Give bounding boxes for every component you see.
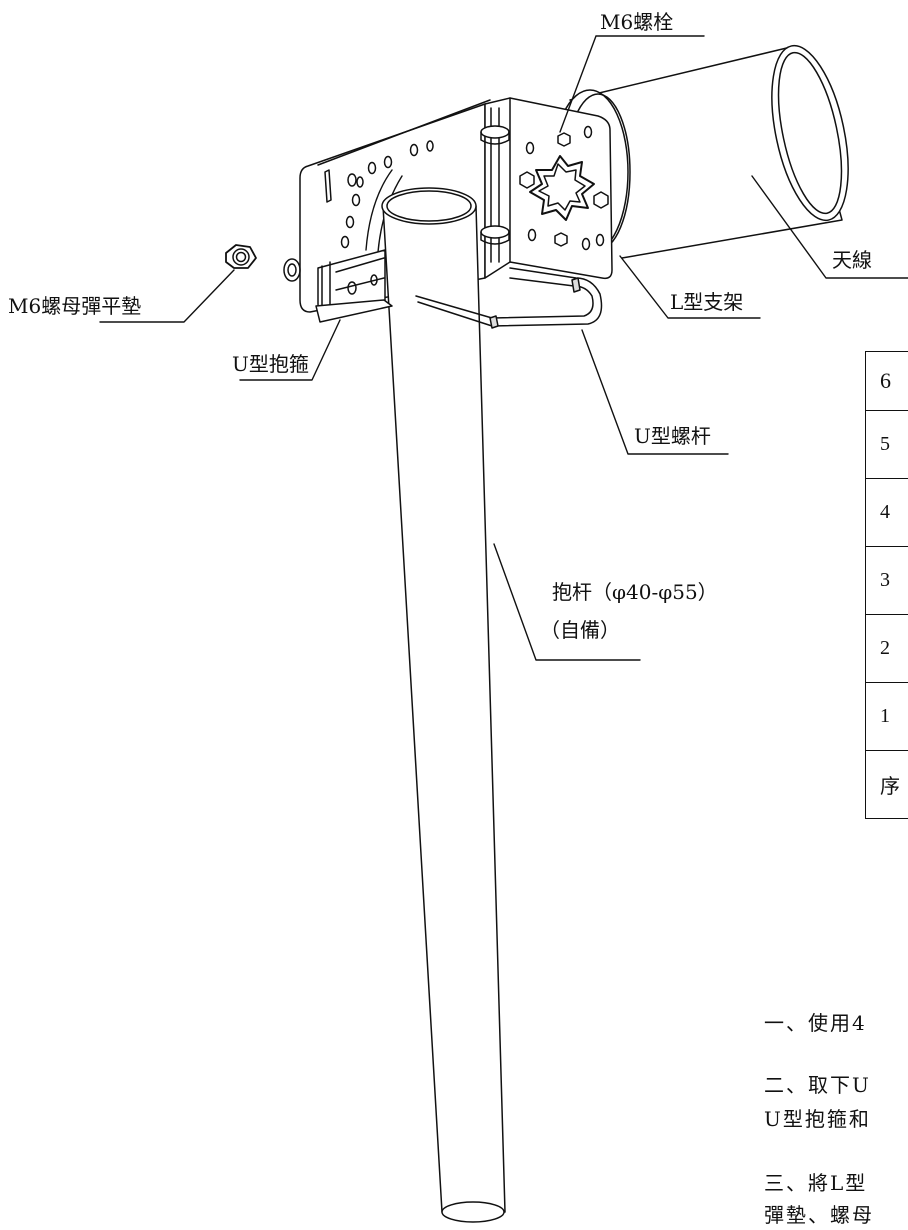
pole	[382, 188, 505, 1222]
note-step-2b: U型抱箍和	[764, 1104, 871, 1134]
m6-nut	[226, 245, 256, 268]
table-cell: 6	[866, 352, 908, 411]
label-pole-self-provided: （自備）	[540, 618, 620, 642]
note-step-3b: 彈墊、螺母	[764, 1200, 874, 1230]
table-cell: 2	[866, 615, 908, 683]
table-row: 3	[866, 547, 908, 615]
table-row: 4	[866, 479, 908, 547]
label-antenna: 天線	[832, 248, 872, 272]
washer	[284, 259, 300, 281]
label-l-bracket: L型支架	[670, 290, 743, 314]
label-u-bolt: U型螺杆	[634, 424, 711, 448]
label-m6-bolt: M6螺栓	[600, 10, 673, 34]
table-cell: 5	[866, 411, 908, 479]
table-row: 序	[866, 751, 908, 819]
table-row: 6	[866, 352, 908, 411]
table-cell: 1	[866, 683, 908, 751]
label-u-clamp: U型抱箍	[232, 352, 309, 376]
table-cell: 序	[866, 751, 908, 819]
table-row: 5	[866, 411, 908, 479]
table-row: 1	[866, 683, 908, 751]
table-cell: 3	[866, 547, 908, 615]
table-row: 2	[866, 615, 908, 683]
label-m6-nut: M6螺母彈平墊	[8, 294, 141, 318]
note-step-2a: 二、取下U	[764, 1070, 871, 1100]
label-pole: 抱杆（φ40-φ55）	[552, 580, 718, 604]
note-step-3a: 三、將L型	[764, 1168, 867, 1198]
note-step-1: 一、使用4	[764, 1008, 867, 1038]
table-cell: 4	[866, 479, 908, 547]
